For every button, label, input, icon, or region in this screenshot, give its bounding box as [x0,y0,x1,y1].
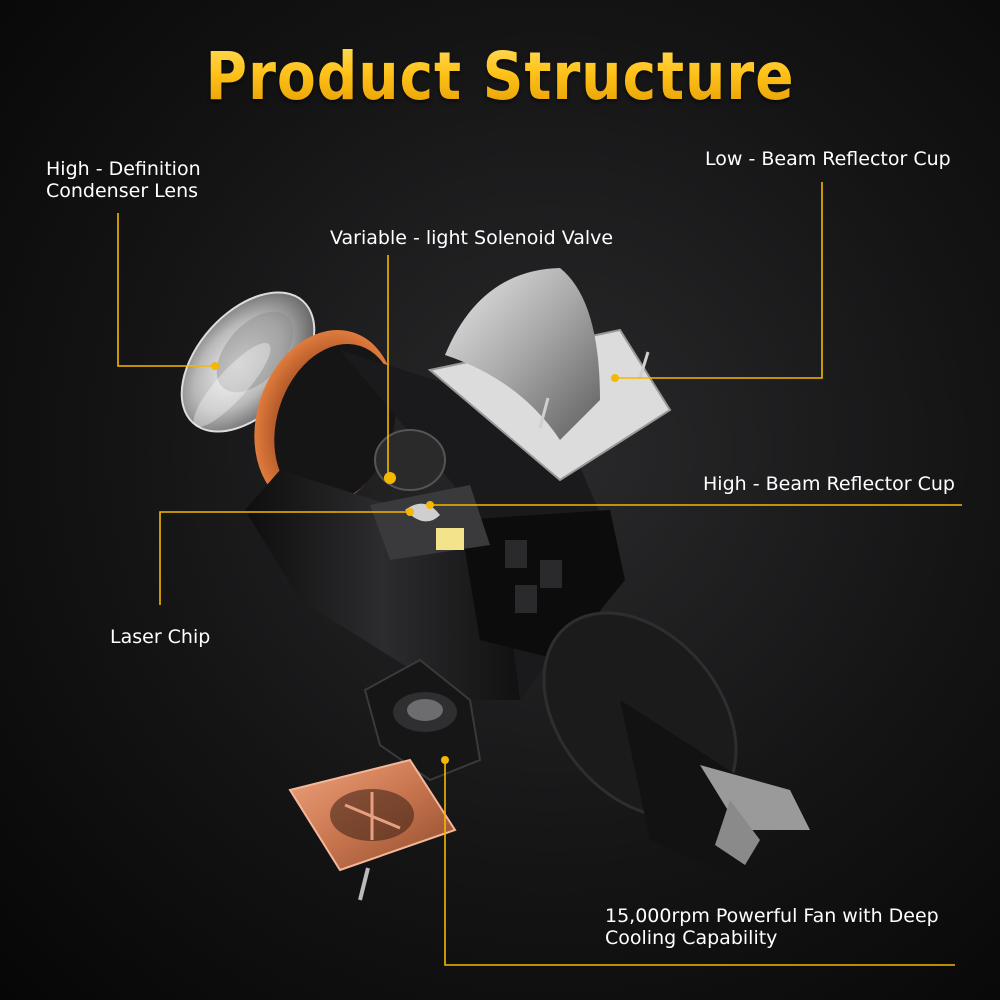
label-low-beam-reflector-cup: Low - Beam Reflector Cup [705,148,951,170]
leader-line-fan [444,760,955,966]
label-solenoid-valve: Variable - light Solenoid Valve [330,227,614,249]
low-beam-reflector-cup [427,268,672,482]
cooling-fan [363,658,482,782]
label-fan-line2: Cooling Capability [605,927,778,949]
leader-line-laser-chip [159,511,410,605]
h4-base-socket [542,611,810,880]
label-condenser-lens-line2: Condenser Lens [46,180,199,202]
label-condenser-lens-line1: High - Definition [46,158,201,180]
leader-lines [117,182,962,966]
leader-line-low-beam [615,182,823,379]
label-condenser-lens: High - Definition Condenser Lens [46,158,201,202]
label-high-beam-reflector-cup: High - Beam Reflector Cup [703,473,955,495]
copper-fan-cover [288,758,457,901]
label-fan-line1: 15,000rpm Powerful Fan with Deep [605,905,939,927]
page-title: Product Structure [70,38,930,115]
label-fan: 15,000rpm Powerful Fan with Deep Cooling… [605,905,939,949]
label-laser-chip: Laser Chip [110,626,211,648]
leader-line-lens [117,213,215,367]
